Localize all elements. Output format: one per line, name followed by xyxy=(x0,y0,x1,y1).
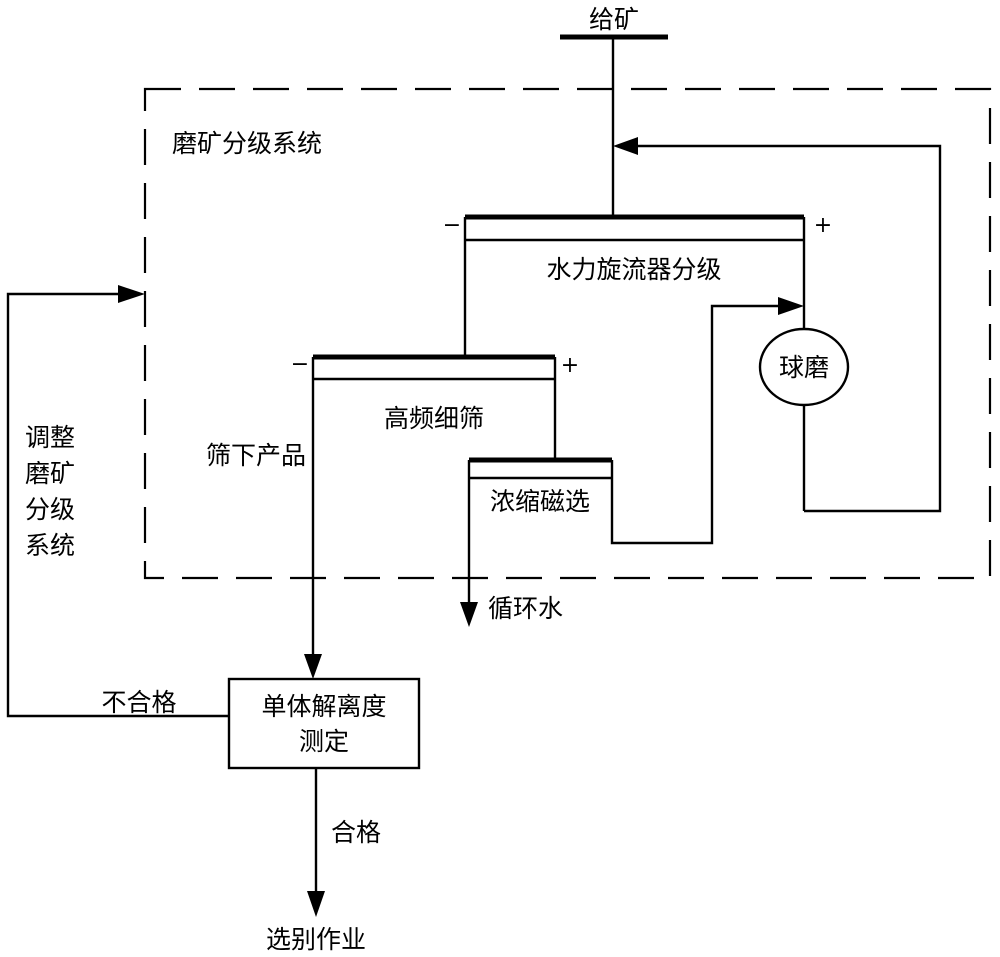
liberation-test-line1: 单体解离度 xyxy=(261,692,386,721)
adjust-label-line: 系统 xyxy=(25,531,75,560)
undersize-label: 筛下产品 xyxy=(206,441,306,470)
fine-screen-plus: + xyxy=(561,353,579,378)
mill-feed-arrow-icon xyxy=(778,297,804,315)
circulating-water-arrow-icon xyxy=(460,602,478,627)
hydrocyclone-minus: − xyxy=(443,213,461,238)
fine-screen-minus: − xyxy=(291,352,309,377)
undersize-arrow-icon xyxy=(304,654,322,679)
fine-screen-label: 高频细筛 xyxy=(384,404,484,433)
ball-mill-label: 球磨 xyxy=(779,353,829,382)
unqualified-label: 不合格 xyxy=(101,688,176,717)
adjust-label: 调整 磨矿 分级 系统 xyxy=(25,423,75,560)
unqualified-feedback-line xyxy=(6,292,229,718)
recycle-arrow-icon xyxy=(613,137,638,155)
adjust-label-line: 磨矿 xyxy=(25,459,75,488)
qualified-arrow-icon xyxy=(307,891,325,917)
grinding-system-boundary xyxy=(143,87,992,580)
feedback-arrow-icon xyxy=(118,285,145,303)
concentrate-to-mill-line xyxy=(610,304,783,545)
adjust-label-line: 分级 xyxy=(25,495,75,524)
adjust-label-line: 调整 xyxy=(25,423,75,452)
circulating-water-label: 循环水 xyxy=(488,594,563,623)
separation-label: 选别作业 xyxy=(266,925,366,954)
fine-screen-unit: − + 高频细筛 xyxy=(291,352,579,655)
hydrocyclone-label: 水力旋流器分级 xyxy=(546,255,721,284)
concentration-label: 浓缩磁选 xyxy=(490,487,590,516)
mill-recycle-line xyxy=(634,144,942,513)
liberation-test-box xyxy=(227,677,421,770)
hydrocyclone-plus: + xyxy=(814,213,832,238)
concentration-unit: 浓缩磁选 xyxy=(467,304,783,604)
hydrocyclone-unit: − + 水力旋流器分级 xyxy=(443,213,832,357)
system-label: 磨矿分级系统 xyxy=(172,129,322,158)
qualified-label: 合格 xyxy=(331,818,381,847)
liberation-test-line2: 测定 xyxy=(299,727,349,756)
feed-label: 给矿 xyxy=(589,5,639,34)
